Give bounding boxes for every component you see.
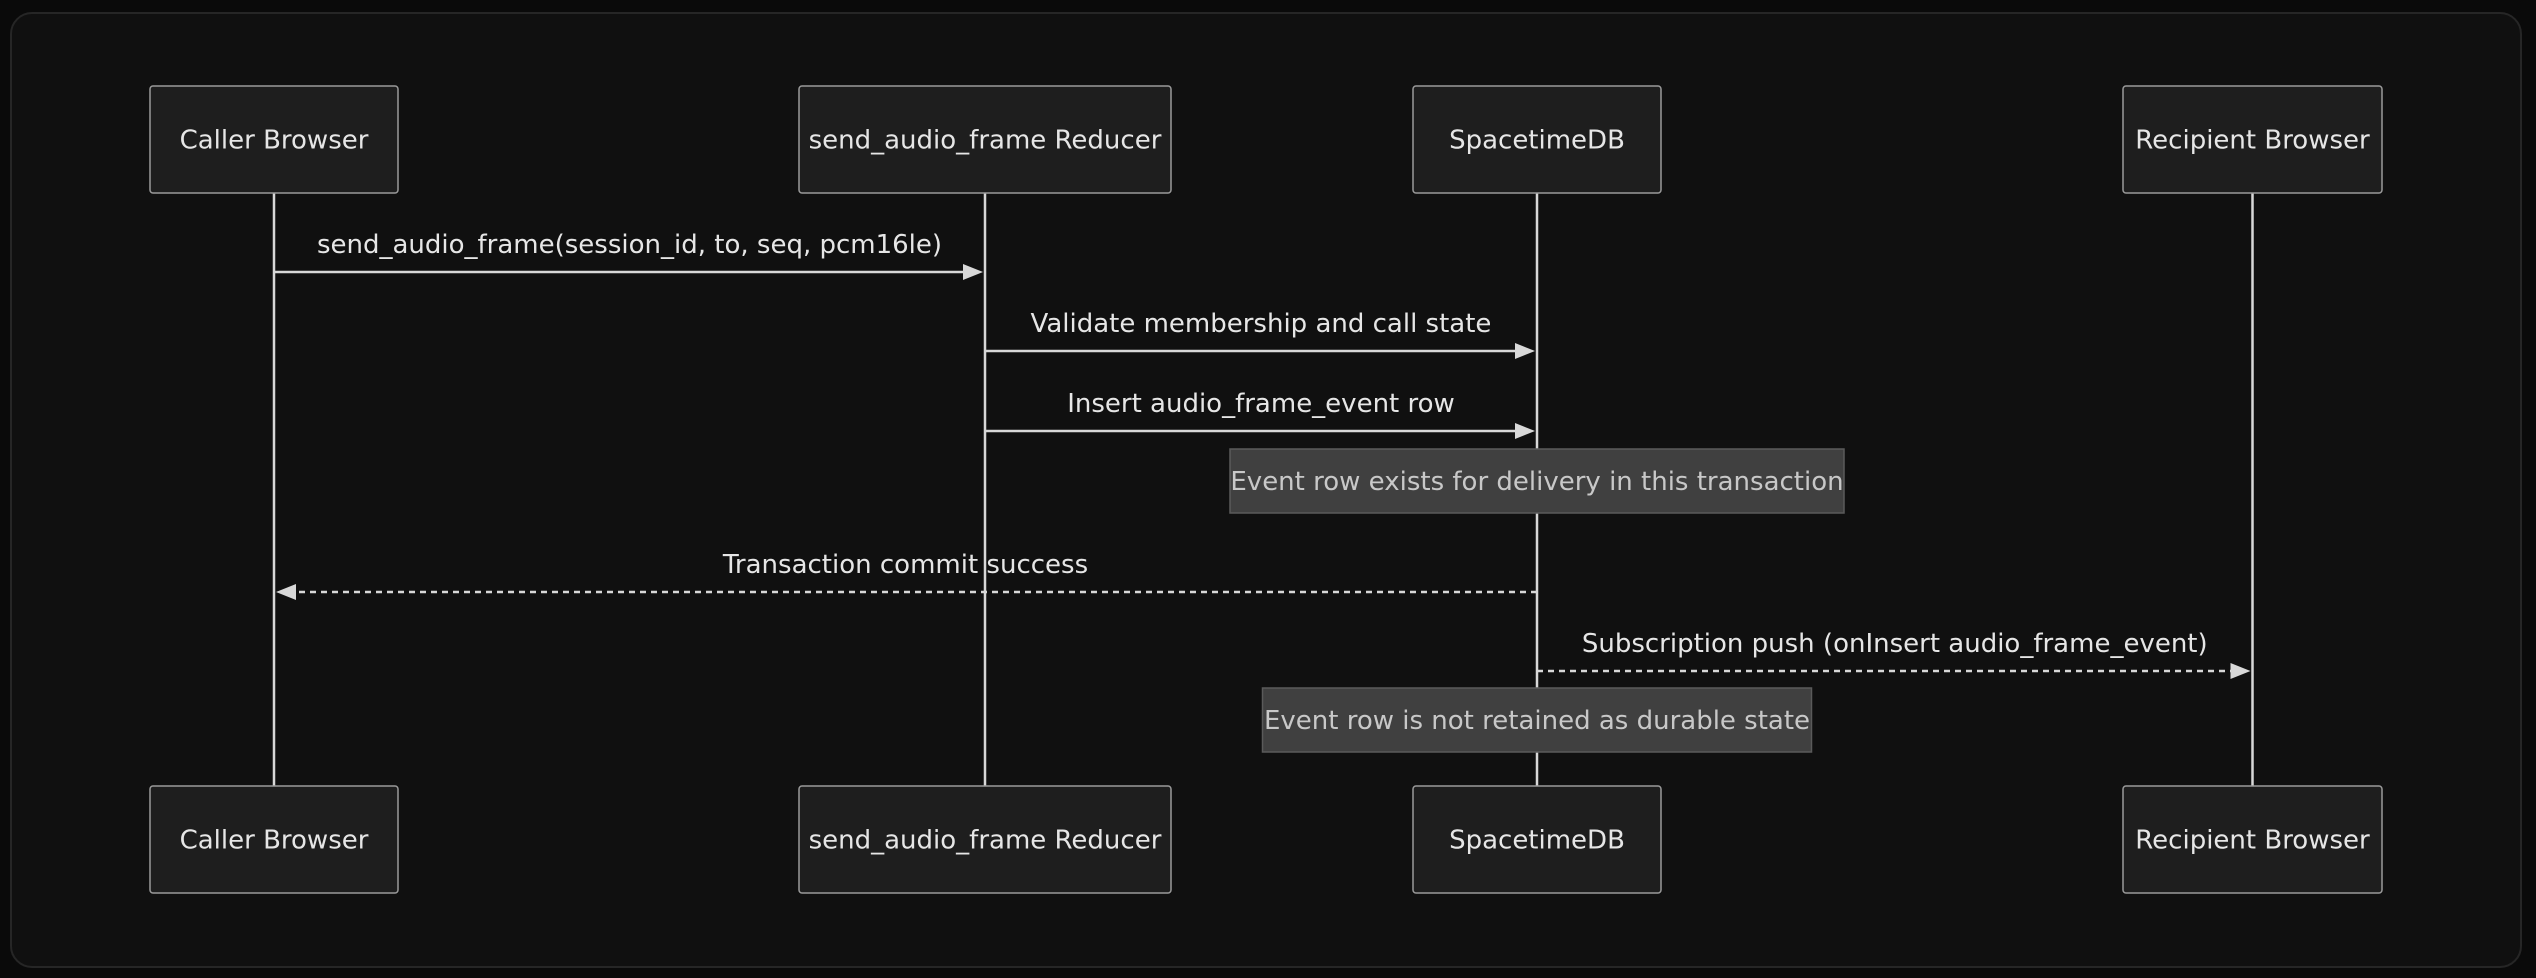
actor-box: [149, 785, 399, 894]
actor-box: [149, 85, 399, 194]
actor-label: SpacetimeDB: [1449, 826, 1625, 856]
actor-recipient-bottom: Recipient Browser: [2122, 785, 2383, 894]
message-label: Insert audio_frame_event row: [1067, 389, 1455, 419]
message-label: Subscription push (onInsert audio_frame_…: [1582, 629, 2208, 659]
actor-db-bottom: SpacetimeDB: [1412, 785, 1662, 894]
note-box: [1229, 448, 1845, 514]
note-box: [1261, 687, 1813, 753]
actor-box: [2122, 85, 2383, 194]
arrowhead: [1515, 423, 1535, 439]
actor-label: Recipient Browser: [2135, 126, 2370, 156]
arrowhead: [1515, 343, 1535, 359]
note-text: Event row exists for delivery in this tr…: [1230, 467, 1843, 497]
message-label: Transaction commit success: [722, 550, 1088, 580]
actor-reducer-top: send_audio_frame Reducer: [798, 85, 1172, 194]
actor-db-top: SpacetimeDB: [1412, 85, 1662, 194]
message-2: Validate membership and call state: [985, 309, 1535, 359]
actor-reducer-bottom: send_audio_frame Reducer: [798, 785, 1172, 894]
actor-box: [798, 785, 1172, 894]
message-6: Subscription push (onInsert audio_frame_…: [1537, 629, 2251, 679]
actor-recipient-top: Recipient Browser: [2122, 85, 2383, 194]
actor-box: [2122, 785, 2383, 894]
message-label: Validate membership and call state: [1031, 309, 1492, 339]
note-text: Event row is not retained as durable sta…: [1264, 706, 1810, 736]
actor-caller-top: Caller Browser: [149, 85, 399, 194]
actor-label: Caller Browser: [180, 126, 369, 156]
actor-box: [798, 85, 1172, 194]
actor-label: SpacetimeDB: [1449, 126, 1625, 156]
message-label: send_audio_frame(session_id, to, seq, pc…: [317, 230, 942, 260]
arrowhead: [963, 264, 983, 280]
actor-box: [1412, 85, 1662, 194]
message-1: send_audio_frame(session_id, to, seq, pc…: [274, 230, 983, 280]
actor-label: Recipient Browser: [2135, 826, 2370, 856]
note-1: Event row exists for delivery in this tr…: [1229, 448, 1845, 514]
actor-box: [1412, 785, 1662, 894]
arrowhead: [276, 584, 296, 600]
actor-caller-bottom: Caller Browser: [149, 785, 399, 894]
arrowhead: [2230, 663, 2251, 679]
actor-label: send_audio_frame Reducer: [809, 826, 1162, 856]
note-2: Event row is not retained as durable sta…: [1261, 687, 1813, 753]
actor-label: send_audio_frame Reducer: [809, 126, 1162, 156]
message-5: Transaction commit success: [276, 550, 1537, 600]
actor-label: Caller Browser: [180, 826, 369, 856]
message-3: Insert audio_frame_event row: [985, 389, 1535, 439]
